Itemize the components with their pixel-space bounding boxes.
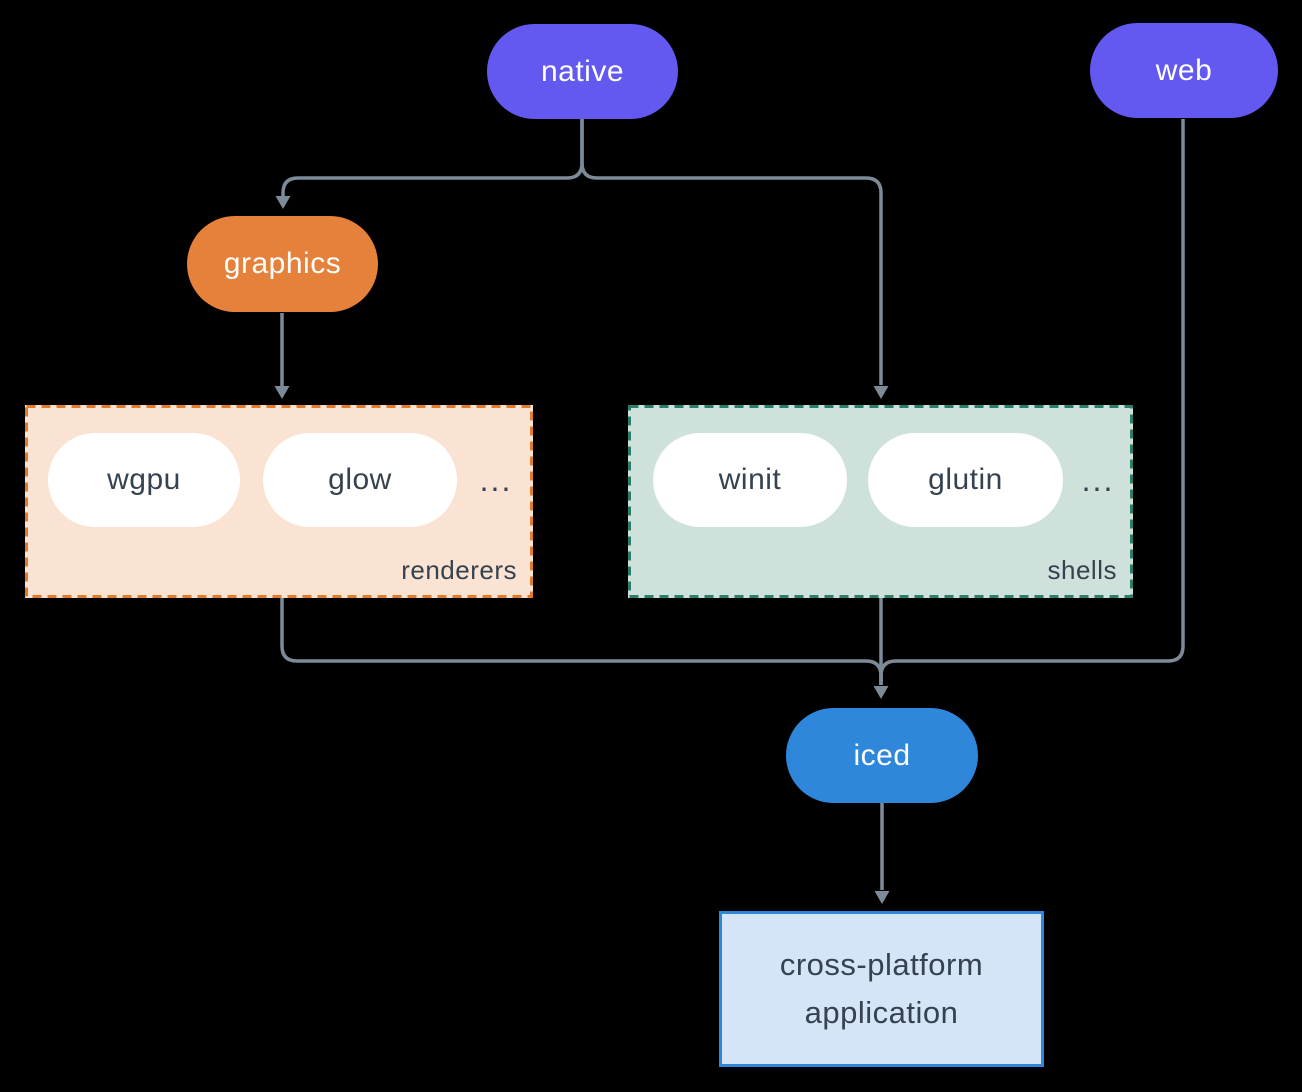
node-native: native bbox=[487, 24, 678, 119]
edge-native-shells bbox=[580, 119, 883, 385]
node-web: web bbox=[1090, 23, 1278, 118]
node-native-label: native bbox=[540, 54, 625, 88]
arrowhead-iced bbox=[873, 686, 889, 699]
group-shells-label: shells bbox=[1047, 555, 1117, 585]
arrowhead-shells bbox=[873, 386, 889, 399]
arrowhead-app bbox=[874, 891, 890, 904]
shells-ellipsis: ... bbox=[1081, 461, 1115, 498]
pill-glow-label: glow bbox=[328, 463, 392, 496]
edge-native-graphics bbox=[281, 119, 584, 196]
node-graphics-label: graphics bbox=[223, 247, 342, 280]
arrowhead-renderers bbox=[274, 386, 290, 399]
app-label-line1: cross-platform bbox=[779, 947, 984, 982]
edge-web-iced bbox=[879, 119, 1185, 685]
node-graphics: graphics bbox=[187, 216, 378, 312]
pill-winit: winit bbox=[653, 433, 847, 527]
arrowhead-graphics bbox=[275, 196, 291, 209]
pill-glow: glow bbox=[263, 433, 457, 527]
app-label-line2: application bbox=[804, 995, 959, 1030]
renderers-ellipsis: ... bbox=[479, 461, 513, 498]
node-iced: iced bbox=[786, 708, 978, 803]
node-web-label: web bbox=[1155, 53, 1213, 87]
pill-glutin-label: glutin bbox=[928, 463, 1003, 496]
pill-wgpu-label: wgpu bbox=[107, 463, 181, 496]
group-renderers-border bbox=[25, 405, 533, 598]
pill-glutin: glutin bbox=[868, 433, 1063, 527]
node-cross-platform-application: cross-platform application bbox=[719, 911, 1044, 1067]
group-renderers-label: renderers bbox=[401, 555, 517, 585]
edge-renderers-iced bbox=[280, 598, 883, 685]
pill-wgpu: wgpu bbox=[48, 433, 240, 527]
node-iced-label: iced bbox=[853, 738, 911, 772]
pill-winit-label: winit bbox=[718, 463, 782, 496]
